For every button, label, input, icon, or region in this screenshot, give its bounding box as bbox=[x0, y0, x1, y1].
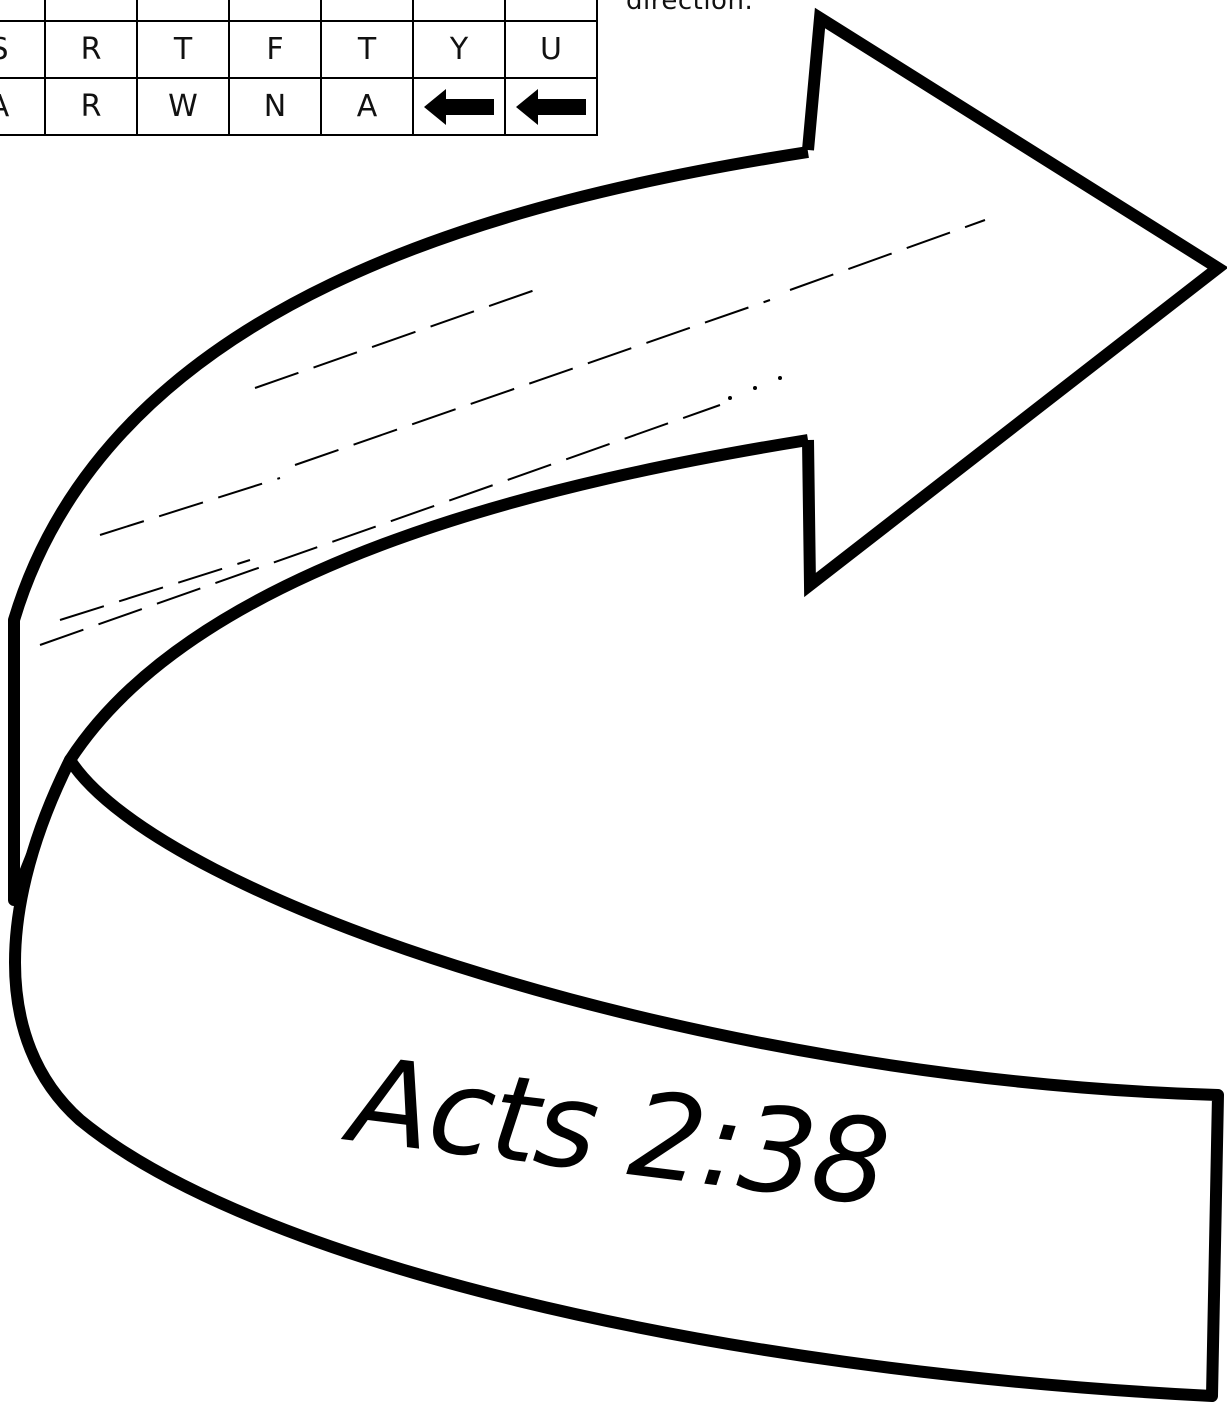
arrow-head bbox=[808, 18, 1218, 585]
grid-cell bbox=[45, 0, 137, 21]
grid-cell bbox=[413, 0, 505, 21]
grid-cell-arrow bbox=[413, 78, 505, 135]
grid-cell: S bbox=[0, 21, 45, 78]
arrow-band-outer bbox=[14, 152, 808, 900]
grid-row bbox=[0, 0, 597, 21]
grid-cell: A bbox=[0, 78, 45, 135]
grid-cell: T bbox=[321, 21, 413, 78]
instruction-text: direction. bbox=[626, 0, 753, 16]
left-arrow-icon bbox=[514, 87, 588, 127]
grid-cell bbox=[137, 0, 229, 21]
grid-cell bbox=[0, 0, 45, 21]
grid-cell bbox=[229, 0, 321, 21]
grid-cell: Y bbox=[413, 21, 505, 78]
letter-grid: S R T F T Y U A R W N A bbox=[0, 0, 598, 136]
grid-row: S R T F T Y U bbox=[0, 21, 597, 78]
grid-cell: N bbox=[229, 78, 321, 135]
grid-cell: R bbox=[45, 21, 137, 78]
grid-cell: A bbox=[321, 78, 413, 135]
left-arrow-icon bbox=[422, 87, 496, 127]
grid-cell bbox=[321, 0, 413, 21]
grid-cell-arrow bbox=[505, 78, 597, 135]
grid-cell: W bbox=[137, 78, 229, 135]
grid-cell bbox=[505, 0, 597, 21]
grid-cell: U bbox=[505, 21, 597, 78]
grid-cell: F bbox=[229, 21, 321, 78]
grid-row: A R W N A bbox=[0, 78, 597, 135]
grid-cell: T bbox=[137, 21, 229, 78]
grid-cell: R bbox=[45, 78, 137, 135]
